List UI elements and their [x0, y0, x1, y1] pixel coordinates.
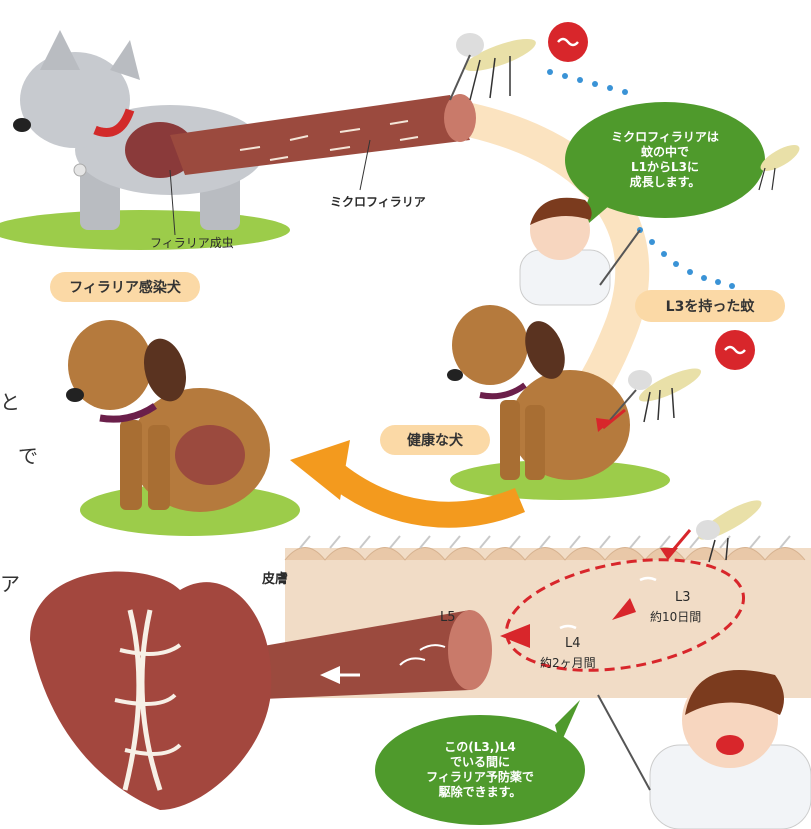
- edge-text-3: ア: [0, 568, 20, 597]
- infected-dog-middle: [66, 320, 300, 536]
- label-healthy-dog: 健康な犬: [380, 425, 490, 455]
- label-infected-dog: フィラリア感染犬: [50, 272, 200, 302]
- edge-text-2: で: [18, 440, 38, 469]
- label-adult-worm: フィラリア成虫: [150, 234, 234, 251]
- label-l4-period: 約2ヶ月間: [540, 654, 596, 671]
- label-microfilaria: ミクロフィラリア: [330, 193, 426, 210]
- label-l3-period: 約10日間: [650, 608, 701, 625]
- label-mosquito-l3: L3を持った蚊: [635, 290, 785, 322]
- mosquito-right: [757, 140, 803, 190]
- label-l4: L4: [565, 636, 581, 651]
- bubble-bottom-text: この(L3,)L4 でいる間に フィラリア予防薬で 駆除できます。: [385, 722, 575, 818]
- edge-text-1: と: [0, 386, 20, 415]
- bubble-top-text: ミクロフィラリアは 蚊の中で L1からL3に 成長します。: [575, 112, 755, 208]
- mosquito-top: [450, 33, 539, 100]
- label-l5: L5: [440, 610, 456, 625]
- artery-tube-top: [170, 94, 476, 175]
- label-skin: 皮膚: [262, 568, 288, 587]
- heart: [30, 572, 271, 810]
- label-l3: L3: [675, 590, 691, 605]
